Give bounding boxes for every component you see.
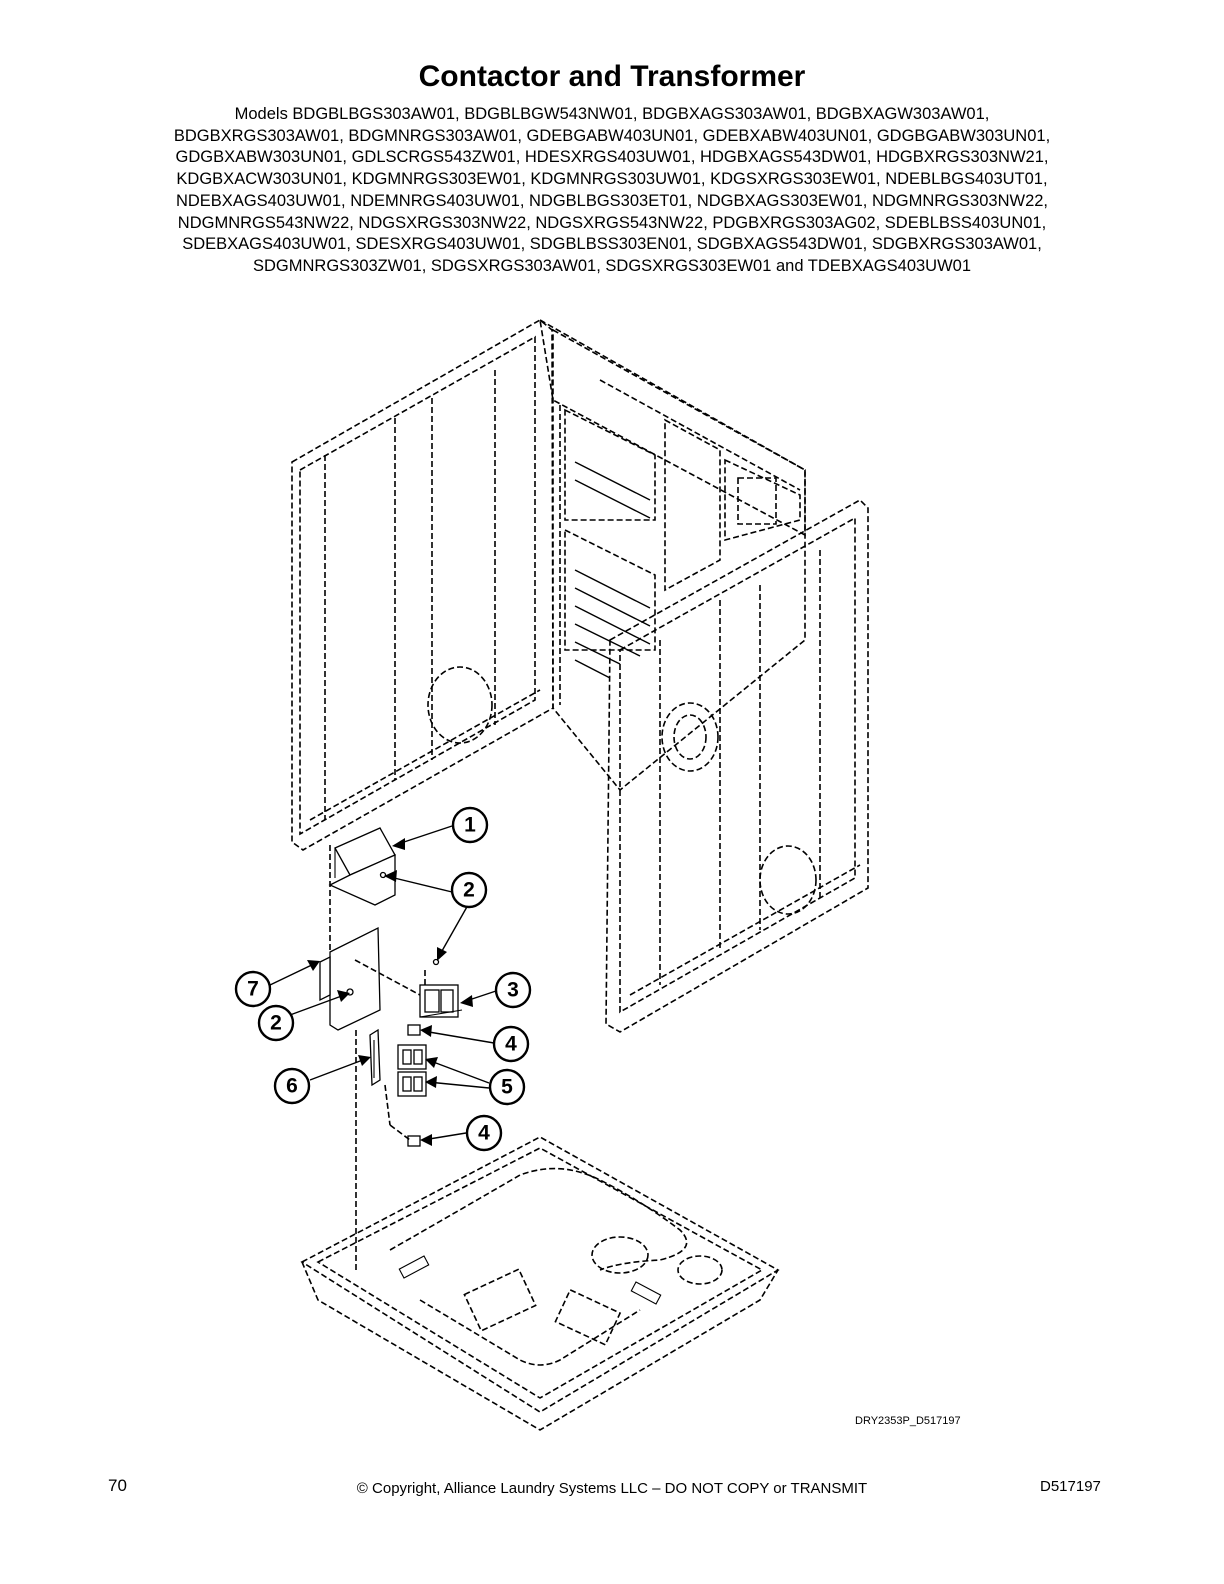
callout-4: 4 — [492, 1025, 530, 1063]
callout-label: 1 — [464, 814, 476, 837]
models-line: NDGMNRGS543NW22, NDGSXRGS303NW22, NDGSXR… — [177, 213, 1047, 232]
models-line: KDGBXACW303UN01, KDGMNRGS303EW01, KDGMNR… — [176, 170, 1048, 189]
part-transformer — [419, 984, 463, 1018]
exploded-parts-diagram: 1 2 3 4 5 6 7 2 4 — [234, 318, 869, 1431]
models-line: SDGMNRGS303ZW01, SDGSXRGS303AW01, SDGSXR… — [252, 256, 972, 275]
callout-6: 6 — [273, 1067, 311, 1105]
callout-7: 7 — [234, 970, 272, 1008]
leader-lines — [269, 825, 497, 1146]
callout-label: 7 — [247, 978, 259, 1001]
callout-label: 6 — [286, 1075, 298, 1098]
rear-vents — [574, 461, 651, 679]
base-outline — [300, 1136, 780, 1431]
document-number: D517197 — [1040, 1478, 1101, 1495]
figure-code: DRY2353P_D517197 — [855, 1415, 961, 1427]
callout-3: 3 — [494, 971, 532, 1009]
part-mounting-plate — [319, 926, 421, 1031]
models-line: Models BDGBLBGS303AW01, BDGBLBGW543NW01,… — [234, 105, 990, 123]
callout-label: 4 — [505, 1033, 517, 1056]
copyright-notice: © Copyright, Alliance Laundry Systems LL… — [356, 1480, 868, 1497]
page-number: 70 — [108, 1476, 127, 1495]
models-line: GDGBXABW303UN01, GDLSCRGS543ZW01, HDESXR… — [175, 148, 1049, 167]
cabinet-outline — [291, 318, 869, 1033]
callout-4b: 4 — [465, 1114, 503, 1152]
callout-5: 5 — [488, 1068, 526, 1106]
callout-label: 2 — [463, 879, 475, 902]
callout-label: 2 — [270, 1012, 282, 1035]
callout-1: 1 — [451, 806, 489, 844]
part-din-rail — [369, 1028, 381, 1087]
models-line: NDEBXAGS403UW01, NDEMNRGS403UW01, NDGBLB… — [175, 191, 1049, 210]
callout-label: 5 — [501, 1076, 513, 1099]
part-bracket — [328, 827, 396, 906]
callout-2: 2 — [450, 871, 488, 909]
callout-label: 3 — [507, 979, 519, 1002]
part-end-stops — [407, 1024, 421, 1147]
alignment-lines — [329, 845, 426, 1270]
part-contactors — [397, 1044, 427, 1097]
models-line: BDGBXRGS303AW01, BDGMNRGS303AW01, GDEBGA… — [173, 126, 1051, 145]
models-list: Models BDGBLBGS303AW01, BDGBLBGW543NW01,… — [100, 104, 1124, 278]
page-title: Contactor and Transformer — [418, 60, 806, 93]
callout-label: 4 — [478, 1122, 490, 1145]
callout-2b: 2 — [257, 1004, 295, 1042]
models-line: SDEBXAGS403UW01, SDESXRGS403UW01, SDGBLB… — [182, 235, 1042, 254]
